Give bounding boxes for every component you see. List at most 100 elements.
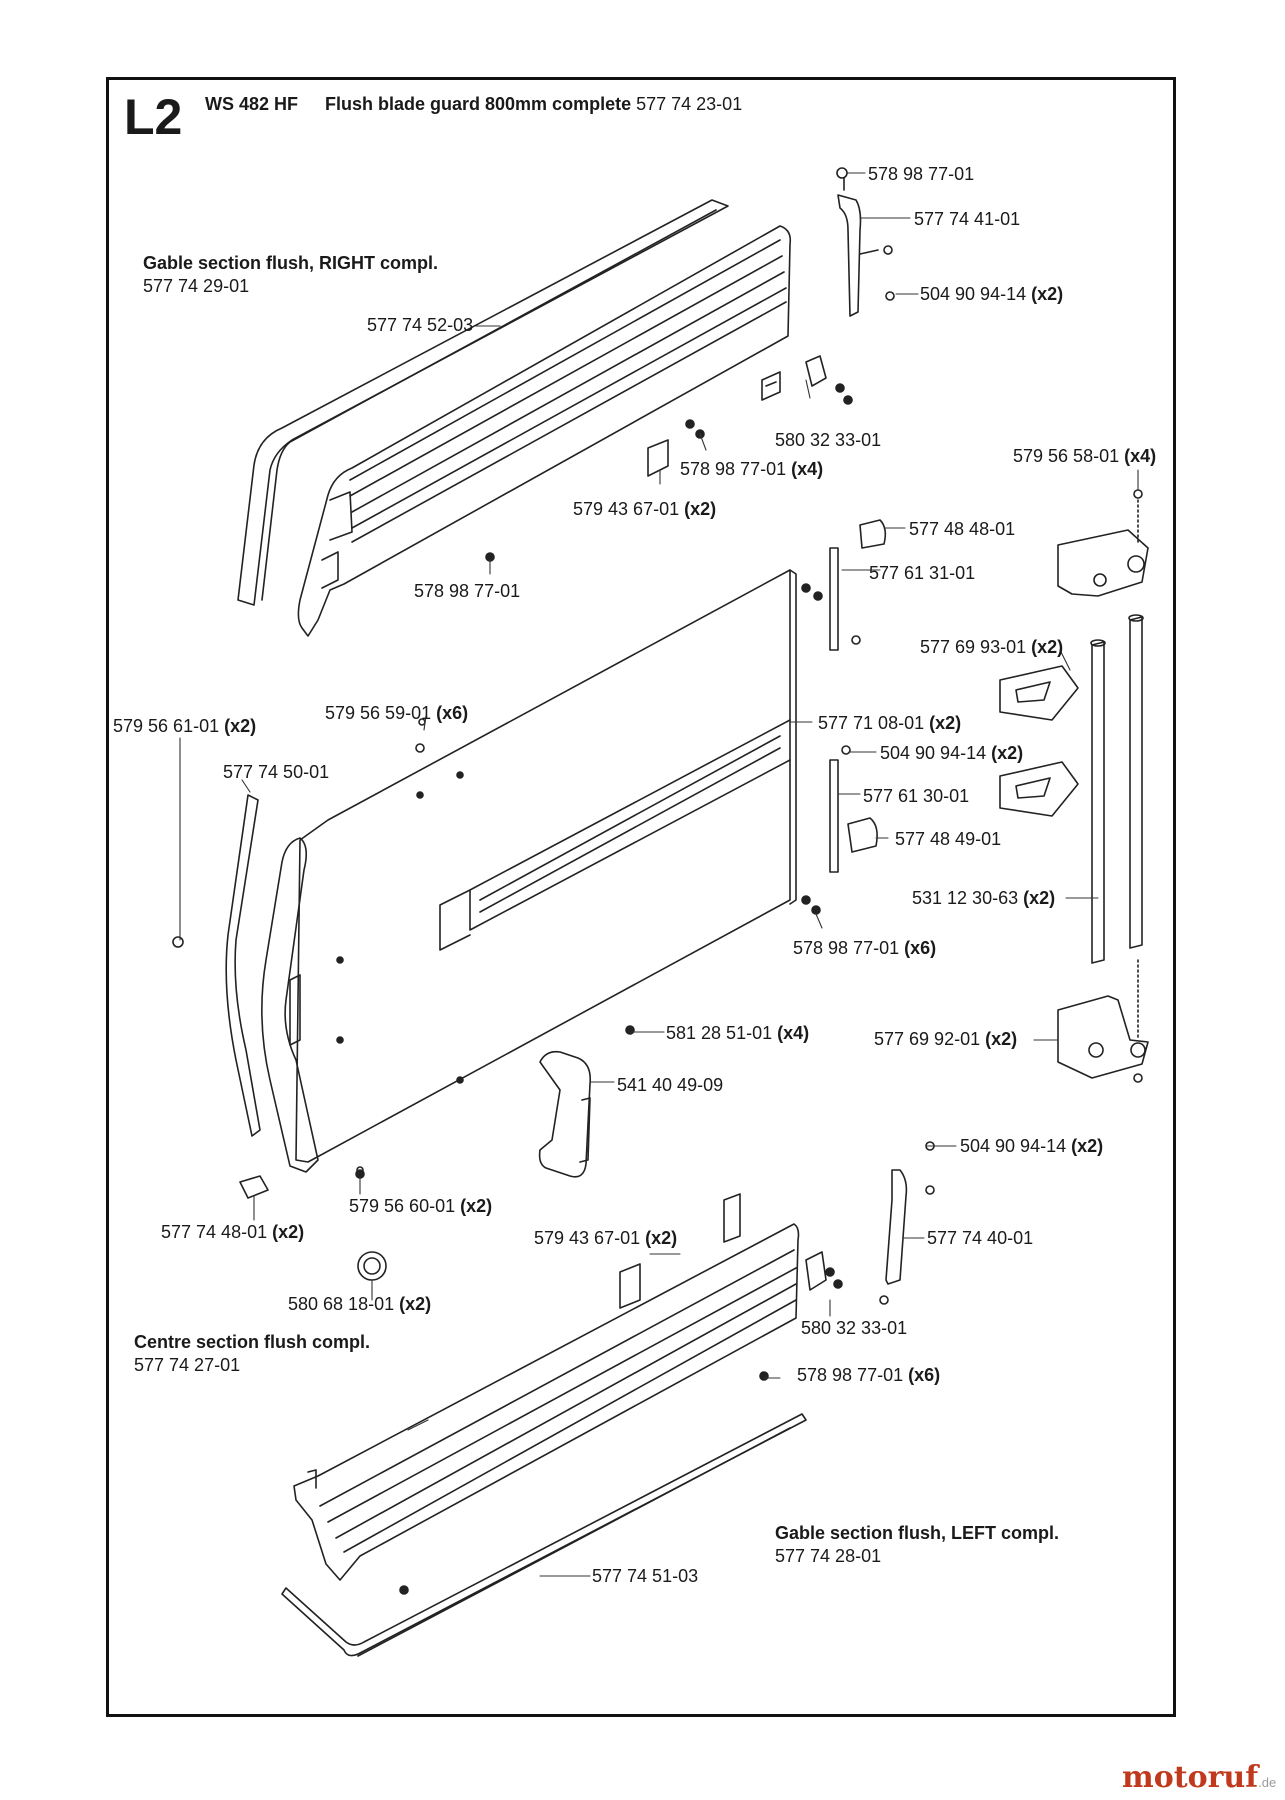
callout-part: 577 74 41-01	[914, 209, 1021, 229]
centre-panel	[295, 569, 797, 1163]
callout: 504 90 94-14 (x2)	[960, 1136, 1103, 1156]
callout-part: 578 98 77-01	[868, 164, 975, 184]
clip-577-74-48	[239, 1175, 269, 1199]
mount-bracket-top	[1057, 529, 1149, 597]
callout-part: 541 40 49-09	[617, 1075, 724, 1095]
callout-qty: (x2)	[645, 1228, 678, 1248]
section-title: Gable section flush, LEFT compl.	[775, 1523, 1060, 1543]
callout-qty: (x2)	[460, 1196, 493, 1216]
callout-qty: (x2)	[1031, 284, 1064, 304]
callout-qty: (x4)	[1124, 446, 1157, 466]
watermark-tld: .de	[1258, 1775, 1277, 1790]
callout-part: 580 32 33-01	[801, 1318, 908, 1338]
gable-panel-left	[293, 1223, 800, 1581]
callout-part: 504 90 94-14	[960, 1136, 1067, 1156]
callout-qty: (x2)	[1023, 888, 1056, 908]
callout: 577 69 93-01 (x2)	[920, 637, 1063, 657]
callout: 578 98 77-01	[868, 164, 974, 184]
callout-part: 577 48 48-01	[909, 519, 1016, 539]
page-id: L2	[124, 89, 183, 145]
callout: 577 74 50-01	[223, 762, 329, 782]
diagram-frame	[106, 77, 1176, 1717]
callout-part: 504 90 94-14	[880, 743, 987, 763]
section-right-label: Gable section flush, RIGHT compl.577 74 …	[143, 252, 438, 298]
callout: 579 43 67-01 (x2)	[573, 499, 716, 519]
bracket-centre-upper	[829, 547, 839, 651]
plate-577-48-48	[859, 519, 887, 549]
callout-part: 531 12 30-63	[912, 888, 1019, 908]
callout: 580 32 33-01	[801, 1318, 907, 1338]
section-title: Centre section flush compl.	[134, 1332, 371, 1352]
mount-bracket-bottom	[1057, 995, 1149, 1079]
callout: 580 32 33-01	[775, 430, 881, 450]
callout: 531 12 30-63 (x2)	[912, 888, 1055, 908]
callout-qty: (x2)	[684, 499, 717, 519]
callout-part: 578 98 77-01	[793, 938, 900, 958]
callout-part: 579 43 67-01	[534, 1228, 641, 1248]
callout-part: 504 90 94-14	[920, 284, 1027, 304]
callout-part: 577 74 48-01	[161, 1222, 268, 1242]
callout: 579 43 67-01 (x2)	[534, 1228, 677, 1248]
callout-part: 579 56 60-01	[349, 1196, 456, 1216]
rail-strip-right	[237, 199, 729, 606]
callout: 577 74 41-01	[914, 209, 1020, 229]
section-centre-label: Centre section flush compl.577 74 27-01	[134, 1331, 370, 1377]
callout-qty: (x2)	[991, 743, 1024, 763]
callout: 580 68 18-01 (x2)	[288, 1294, 431, 1314]
callout-part: 577 69 93-01	[920, 637, 1027, 657]
bracket-right-top	[836, 167, 895, 317]
callout-part: 577 48 49-01	[895, 829, 1002, 849]
callout-qty: (x6)	[904, 938, 937, 958]
callout: 578 98 77-01 (x6)	[797, 1365, 940, 1385]
leader-lines	[179, 172, 1139, 1577]
callout: 578 98 77-01 (x4)	[680, 459, 823, 479]
handle	[538, 1050, 592, 1178]
callout-part: 579 43 67-01	[573, 499, 680, 519]
clip-right-3	[647, 439, 669, 477]
callout-part: 578 98 77-01	[680, 459, 787, 479]
clip-left-2	[619, 1263, 641, 1309]
callout-qty: (x2)	[1031, 637, 1064, 657]
end-cap-centre	[261, 837, 319, 1173]
callout: 577 74 52-03	[367, 315, 473, 335]
callout-part: 578 98 77-01	[414, 581, 521, 601]
callout-part: 580 68 18-01	[288, 1294, 395, 1314]
callout-part: 577 74 51-03	[592, 1566, 699, 1586]
callout: 578 98 77-01 (x6)	[793, 938, 936, 958]
assembly-title-text: Flush blade guard 800mm complete	[325, 94, 632, 114]
watermark-logo: motoruf.de	[1122, 1760, 1276, 1795]
callout: 578 98 77-01	[414, 581, 520, 601]
callout: 579 56 61-01 (x2)	[113, 716, 256, 736]
callout-part: 577 74 52-03	[367, 315, 474, 335]
section-part-number: 577 74 29-01	[143, 276, 250, 296]
clamp-577-69-93-bottom	[999, 761, 1079, 817]
plate-577-48-49	[847, 817, 878, 853]
callout: 577 61 30-01	[863, 786, 969, 806]
callout: 541 40 49-09	[617, 1075, 723, 1095]
callout-qty: (x2)	[985, 1029, 1018, 1049]
callout: 579 56 60-01 (x2)	[349, 1196, 492, 1216]
assembly-part-number: 577 74 23-01	[636, 94, 743, 114]
callout-part: 577 74 40-01	[927, 1228, 1034, 1248]
clip-left-1	[723, 1193, 741, 1243]
callout-qty: (x2)	[224, 716, 257, 736]
callout: 577 74 40-01	[927, 1228, 1033, 1248]
callout-qty: (x4)	[791, 459, 824, 479]
callout-part: 577 61 30-01	[863, 786, 970, 806]
callout-qty: (x2)	[399, 1294, 432, 1314]
section-part-number: 577 74 28-01	[775, 1546, 882, 1566]
callout-part: 577 61 31-01	[869, 563, 976, 583]
section-left-label: Gable section flush, LEFT compl. 577 74 2…	[775, 1522, 1059, 1568]
callout: 504 90 94-14 (x2)	[880, 743, 1023, 763]
callout: 577 48 48-01	[909, 519, 1015, 539]
bracket-left-bottom	[879, 1141, 935, 1305]
callout: 579 56 59-01 (x6)	[325, 703, 468, 723]
bracket-centre-lower	[829, 759, 839, 873]
callout: 577 71 08-01 (x2)	[818, 713, 961, 733]
clamp-577-69-93-top	[999, 665, 1079, 721]
tube-right	[1128, 614, 1144, 949]
trim-strip-centre	[225, 794, 261, 1137]
callout-part: 578 98 77-01	[797, 1365, 904, 1385]
callout-part: 579 56 58-01	[1013, 446, 1120, 466]
